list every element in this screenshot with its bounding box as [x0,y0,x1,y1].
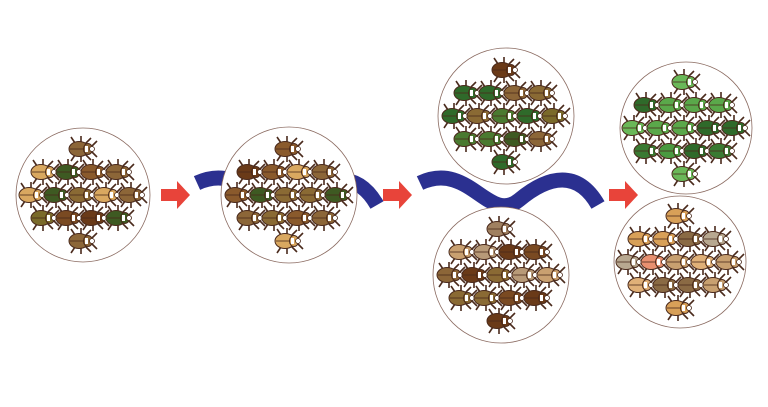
beetle [491,57,521,83]
arrow-icon [383,181,412,209]
beetle [55,159,85,185]
beetle [627,272,657,298]
population-4-1 [619,61,753,195]
beetle [677,226,707,252]
beetle [118,182,148,208]
beetle [311,205,341,231]
beetle [665,249,695,275]
beetle [503,80,533,106]
beetle [473,285,503,311]
beetle [68,228,98,254]
beetle [486,308,516,334]
beetle [621,115,651,141]
beetle [683,92,713,118]
beetle [708,138,738,164]
beetle [615,249,645,275]
beetle [633,92,663,118]
beetle [261,159,291,185]
beetle [627,226,657,252]
beetle [491,103,521,129]
beetle [105,159,135,185]
beetle [665,203,695,229]
beetle [671,115,701,141]
population-3-2 [432,206,570,344]
beetle [461,262,491,288]
beetle [652,272,682,298]
geographic-barrier [416,170,605,214]
beetle [671,69,701,95]
beetle [702,226,732,252]
beetle [511,262,541,288]
population-2-1 [220,126,358,264]
beetle [436,262,466,288]
beetle [448,285,478,311]
beetle [690,249,720,275]
beetle [30,205,60,231]
beetle [274,182,304,208]
beetle [640,249,670,275]
population-1-1 [15,127,151,263]
beetle [516,103,546,129]
beetle [286,159,316,185]
beetle [478,80,508,106]
beetle [633,138,663,164]
beetle [441,103,471,129]
beetle [671,161,701,187]
beetle [498,239,528,265]
beetle [80,205,110,231]
beetle [658,92,688,118]
beetle [68,136,98,162]
beetle [466,103,496,129]
beetle [236,205,266,231]
beetle [478,126,508,152]
beetle [453,126,483,152]
beetle [68,182,98,208]
beetle [473,239,503,265]
beetle [715,249,745,275]
arrow-icon [161,181,190,209]
beetle [528,126,558,152]
beetle [286,205,316,231]
beetle [491,149,521,175]
population-3-1 [437,47,575,185]
beetle [498,285,528,311]
beetle [677,272,707,298]
beetle [18,182,48,208]
beetle [536,262,566,288]
arrow-icon [609,181,638,209]
beetle [708,92,738,118]
beetle [702,272,732,298]
beetle [683,138,713,164]
beetle [658,138,688,164]
beetle [324,182,354,208]
beetle [523,285,553,311]
beetle [30,159,60,185]
beetle [541,103,571,129]
beetle [105,205,135,231]
beetle [665,295,695,321]
beetle [448,239,478,265]
beetle [80,159,110,185]
beetle [721,115,751,141]
beetle [646,115,676,141]
beetle [528,80,558,106]
beetle [224,182,254,208]
beetle [299,182,329,208]
beetle [274,228,304,254]
beetle [696,115,726,141]
beetle [453,80,483,106]
beetle [93,182,123,208]
beetle [55,205,85,231]
beetle [486,216,516,242]
beetle [249,182,279,208]
beetle [236,159,266,185]
population-4-2 [613,195,747,329]
beetle [486,262,516,288]
beetle [261,205,291,231]
beetle [503,126,533,152]
beetle [311,159,341,185]
beetle [523,239,553,265]
beetle [274,136,304,162]
